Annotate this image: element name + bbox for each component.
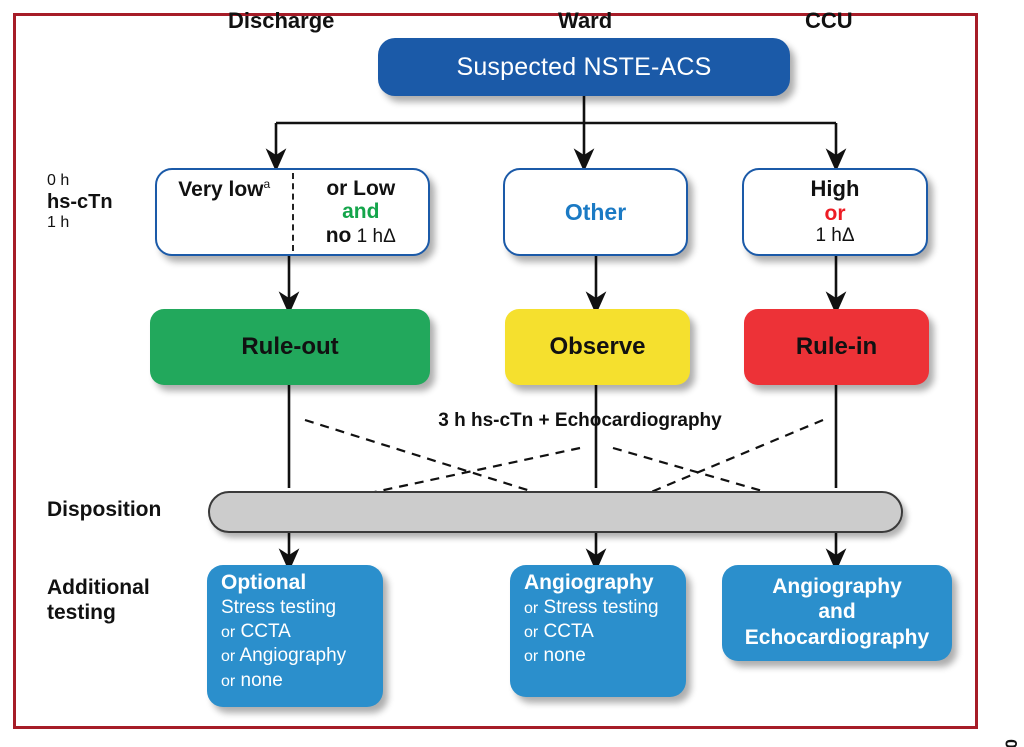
row-label-hs-ctn: 0 h hs-cTn 1 h <box>47 172 113 233</box>
very-low-label: Very lowa <box>178 177 270 202</box>
node-rule-out[interactable]: Rule-out <box>150 309 430 385</box>
line-text: Angiography <box>239 645 347 667</box>
disposition-bar <box>208 491 903 533</box>
or-prefix: or <box>221 624 236 642</box>
or-prefix: or <box>221 672 236 690</box>
label-0h: 0 h <box>47 172 70 189</box>
disposition-option-ward[interactable]: Ward <box>558 8 613 33</box>
node-suspected-nste-acs[interactable]: Suspected NSTE-ACS <box>378 38 790 96</box>
node-additional-testing-optional[interactable]: Optional Stress testing or CCTA or Angio… <box>207 565 383 707</box>
disposition-option-ccu[interactable]: CCU <box>805 8 853 33</box>
or-prefix: or <box>524 648 539 666</box>
box-header-line-2: and <box>818 600 856 624</box>
box-line: or CCTA <box>524 620 672 644</box>
node-label: Rule-out <box>241 333 339 360</box>
row-label-additional-testing: Additional testing <box>47 575 150 625</box>
node-label: Suspected NSTE-ACS <box>456 52 712 81</box>
node-additional-testing-angiography[interactable]: Angiography or Stress testing or CCTA or… <box>510 565 686 697</box>
additional-testing-line-1: Additional <box>47 576 150 599</box>
row-label-disposition: Disposition <box>47 498 162 521</box>
node-high[interactable]: High or 1 hΔ <box>742 168 928 256</box>
label-1h: 1 h <box>47 214 70 232</box>
disposition-option-discharge[interactable]: Discharge <box>228 8 335 33</box>
additional-testing-line-2: testing <box>47 601 116 625</box>
line-text: none <box>240 669 283 691</box>
box-line: or Angiography <box>221 644 369 668</box>
very-low-section: Very lowa <box>157 170 292 254</box>
or-prefix: or <box>524 599 539 617</box>
box-line: or none <box>524 644 672 668</box>
1h-delta-label: 1 hΔ <box>815 225 855 247</box>
line-text: CCTA <box>543 621 594 643</box>
label-hs-ctn: hs-cTn <box>47 190 113 213</box>
very-low-text: Very low <box>178 178 264 201</box>
node-very-low-or-low[interactable]: Very lowa or Low and no 1 hΔ <box>155 168 430 256</box>
box-header: Optional <box>221 571 307 594</box>
or-prefix: or <box>524 624 539 642</box>
footnote-marker-a: a <box>263 177 271 191</box>
1h-delta-text: 1 hΔ <box>356 225 396 247</box>
node-label: Rule-in <box>795 333 878 360</box>
box-header: Angiography <box>524 571 654 594</box>
or-prefix: or <box>221 648 236 666</box>
box-header-line-1: Angiography <box>772 574 902 598</box>
box-header-line-3: Echocardiography <box>744 625 930 649</box>
node-observe[interactable]: Observe <box>505 309 690 385</box>
or-connector-label: or <box>824 201 846 225</box>
annotation-3h-hs-ctn-echo: 3 h hs-cTn + Echocardiography <box>438 410 722 431</box>
line-text: Stress testing <box>543 596 659 618</box>
box-line: or none <box>221 669 369 693</box>
or-low-label: or Low <box>326 176 396 200</box>
copyright-label: ©ESC 2020 <box>1002 739 1022 747</box>
line-text: CCTA <box>240 621 291 643</box>
other-label: Other <box>564 198 627 225</box>
no-1h-delta-label: no 1 hΔ <box>326 224 396 248</box>
no-bold-text: no <box>325 223 352 247</box>
line-text: Stress testing <box>221 596 337 618</box>
node-additional-testing-angiography-and-echocardiography[interactable]: Angiography and Echocardiography <box>722 565 952 661</box>
dashed-divider <box>291 173 294 251</box>
box-line: or CCTA <box>221 620 369 644</box>
node-other[interactable]: Other <box>503 168 688 256</box>
box-line: or Stress testing <box>524 596 672 620</box>
box-line: Stress testing <box>221 596 369 620</box>
and-connector-label: and <box>342 200 380 224</box>
node-label: Observe <box>549 333 646 360</box>
node-rule-in[interactable]: Rule-in <box>744 309 929 385</box>
high-label: High <box>810 176 860 202</box>
line-text: none <box>543 645 586 667</box>
or-low-section: or Low and no 1 hΔ <box>294 170 429 254</box>
